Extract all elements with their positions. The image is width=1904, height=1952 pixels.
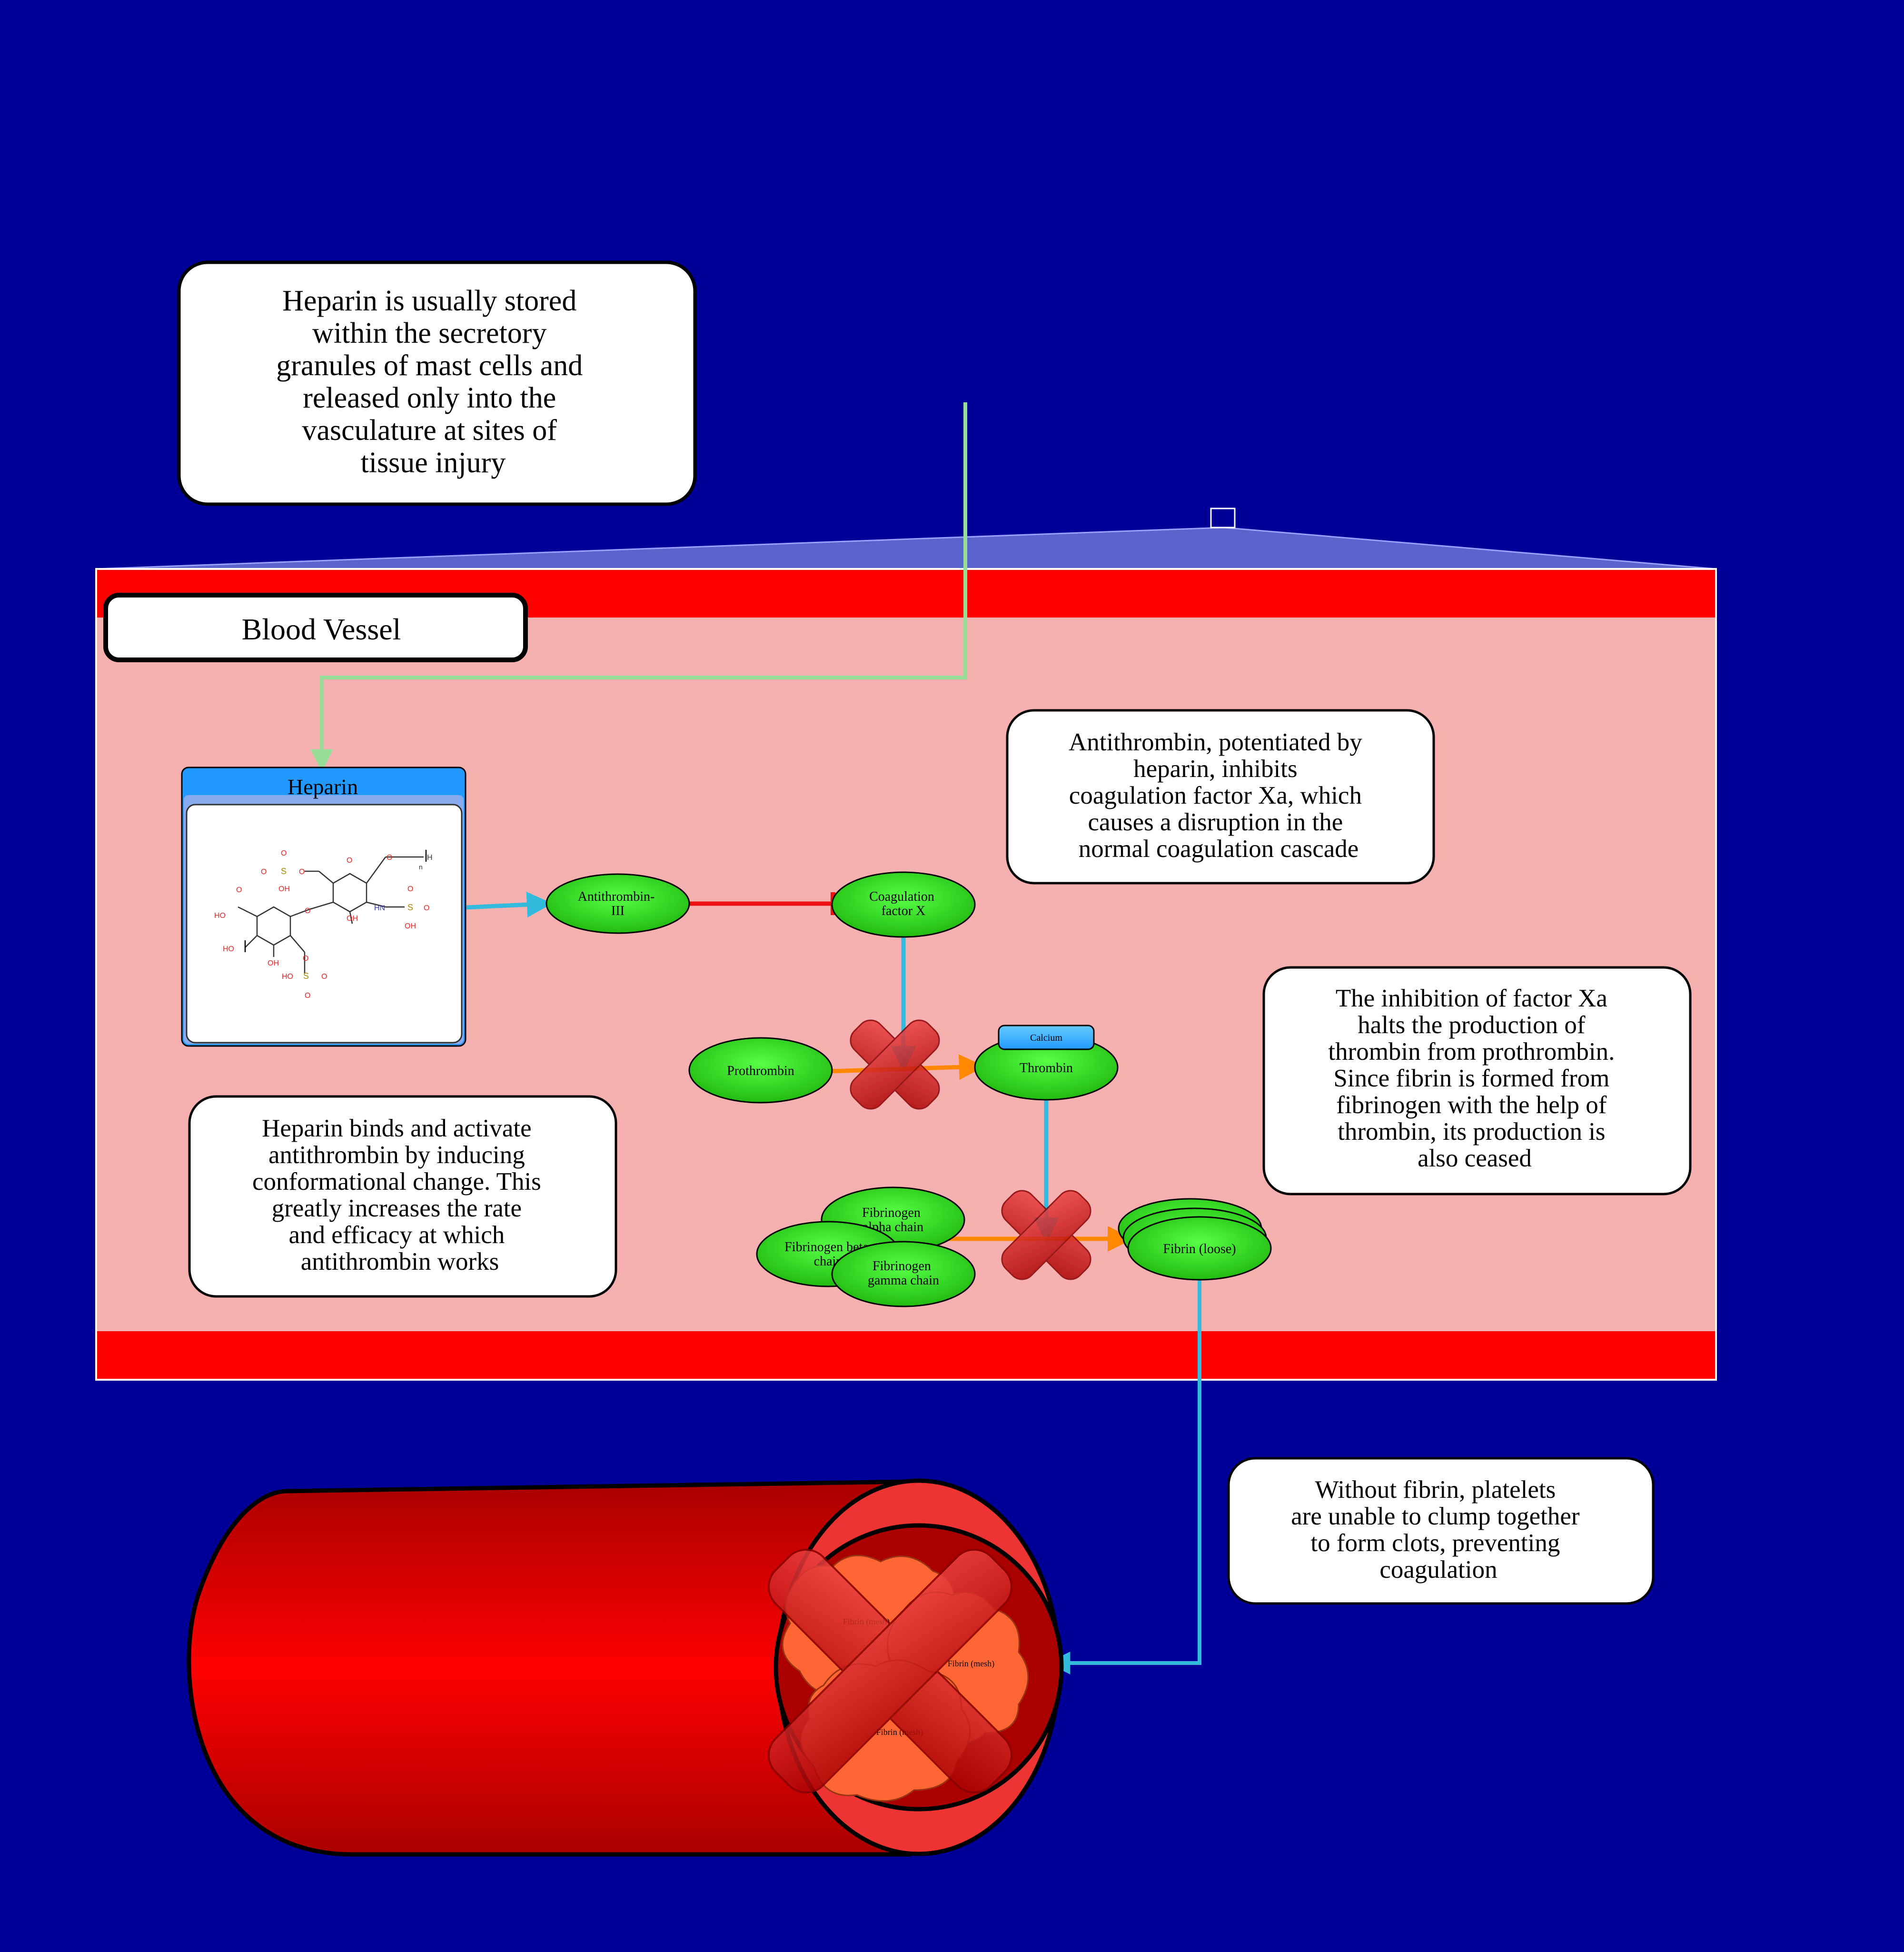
note-inhibition: The inhibition of factor Xa halts the pr…	[1262, 966, 1692, 1195]
block-cross-fibrinogen	[1001, 1190, 1091, 1280]
compartment-label: Blood Vessel	[242, 612, 401, 646]
atom-oxygen-8: O	[305, 907, 310, 915]
atom-oxygen-2: O	[261, 868, 267, 876]
calcium-label: Calcium	[1030, 1033, 1062, 1043]
note-inhibition-text: The inhibition of factor Xa halts the pr…	[1328, 985, 1621, 1172]
svg-text:Antithrombin- III: Antithrombin- III	[578, 889, 658, 918]
atom-hydroxyl-5: HO	[223, 945, 234, 953]
compartment-label-box	[103, 593, 528, 662]
note-binding: Heparin binds and activate antithrombin …	[188, 1095, 617, 1298]
atom-oxygen-1: O	[281, 849, 287, 857]
svg-text:Coagulation factor X: Coagulation factor X	[869, 889, 938, 918]
atom-sulfur-1: S	[281, 866, 287, 876]
svg-text:Fibrinogen beta chain: Fibrinogen beta chain	[784, 1240, 872, 1269]
heparin-to-antithrombin-arrow	[466, 892, 553, 918]
atom-hydroxyl-4: HO	[214, 912, 226, 920]
atom-oxygen-9: O	[236, 886, 242, 894]
fibrin-mesh-label-2: Fibrin (mesh)	[948, 1659, 995, 1669]
atom-hydroxyl-6: OH	[268, 959, 279, 967]
heparin-label: Heparin	[288, 775, 358, 799]
vessel-tube	[187, 1479, 912, 1857]
note-antithrombin: Antithrombin, potentiated by heparin, in…	[1006, 709, 1435, 885]
node-thrombin[interactable]: Thrombin Calcium	[974, 1025, 1119, 1101]
calcium-badge[interactable]	[998, 1025, 1095, 1050]
atom-repeat-1: n	[419, 863, 423, 871]
block-cross-prothrombin	[850, 1019, 940, 1110]
atom-oxygen-7: O	[424, 904, 429, 912]
heparin-structure: S O O O OH O O H n HN S O O OH OH O O HO…	[214, 849, 433, 1000]
atom-sulfur-3: S	[303, 971, 309, 981]
svg-text:Fibrinogen gamma chain: Fibrinogen gamma chain	[868, 1259, 939, 1288]
storage-to-heparin-line	[310, 402, 967, 772]
svg-text:Thrombin: Thrombin	[1020, 1061, 1073, 1076]
vessel-cylinder: Fibrin (mesh) Fibrin (mesh) Fibrin (mesh…	[187, 1478, 1064, 1857]
zoom-handle[interactable]	[1210, 508, 1236, 528]
vessel-wall-bottom	[97, 1331, 1715, 1379]
atom-oxygen-10: O	[303, 955, 308, 963]
svg-text:Fibrin (loose): Fibrin (loose)	[1163, 1242, 1236, 1256]
atom-hydrogen-1: H	[427, 854, 433, 862]
note-fibrin-text: Without fibrin, platelets are unable to …	[1291, 1476, 1586, 1584]
atom-hydroxyl-3: OH	[347, 915, 358, 923]
fibrin-to-vessel-arrow	[1047, 1280, 1201, 1674]
atom-oxygen-6: O	[407, 885, 413, 893]
block-cross-vessel	[767, 1548, 1013, 1794]
atom-oxygen-5: O	[387, 854, 392, 862]
zoom-projection	[96, 527, 1716, 570]
atom-hydroxyl-1: OH	[278, 885, 290, 893]
svg-text:Prothrombin: Prothrombin	[727, 1064, 794, 1078]
atom-hydroxyl-7: HO	[282, 973, 293, 981]
connectors	[310, 402, 1201, 1674]
atom-hydroxyl-2: OH	[405, 922, 416, 930]
heparin-structure-panel	[186, 804, 463, 1044]
atom-amine-1: HN	[374, 904, 385, 912]
atom-sulfur-2: S	[407, 903, 413, 912]
heparin-complex[interactable]: Heparin S O O O OH O O	[181, 767, 466, 1047]
node-fibrinogen-gamma[interactable]: Fibrinogen gamma chain	[831, 1241, 976, 1307]
atom-oxygen-4: O	[347, 856, 352, 865]
note-storage-text: Heparin is usually stored within the sec…	[276, 285, 590, 479]
node-prothrombin[interactable]: Prothrombin	[688, 1037, 833, 1104]
note-storage: Heparin is usually stored within the sec…	[177, 260, 697, 506]
node-coagulation-factor-x[interactable]: Coagulation factor X	[831, 871, 976, 938]
note-antithrombin-text: Antithrombin, potentiated by heparin, in…	[1069, 728, 1368, 863]
atom-oxygen-12: O	[305, 992, 310, 1000]
atom-oxygen-11: O	[321, 973, 327, 981]
node-fibrin-loose[interactable]: Fibrin (loose)	[1118, 1198, 1272, 1281]
node-antithrombin[interactable]: Antithrombin- III	[545, 873, 690, 934]
note-binding-text: Heparin binds and activate antithrombin …	[252, 1115, 547, 1275]
atom-oxygen-3: O	[299, 868, 305, 876]
note-fibrin: Without fibrin, platelets are unable to …	[1227, 1457, 1655, 1605]
